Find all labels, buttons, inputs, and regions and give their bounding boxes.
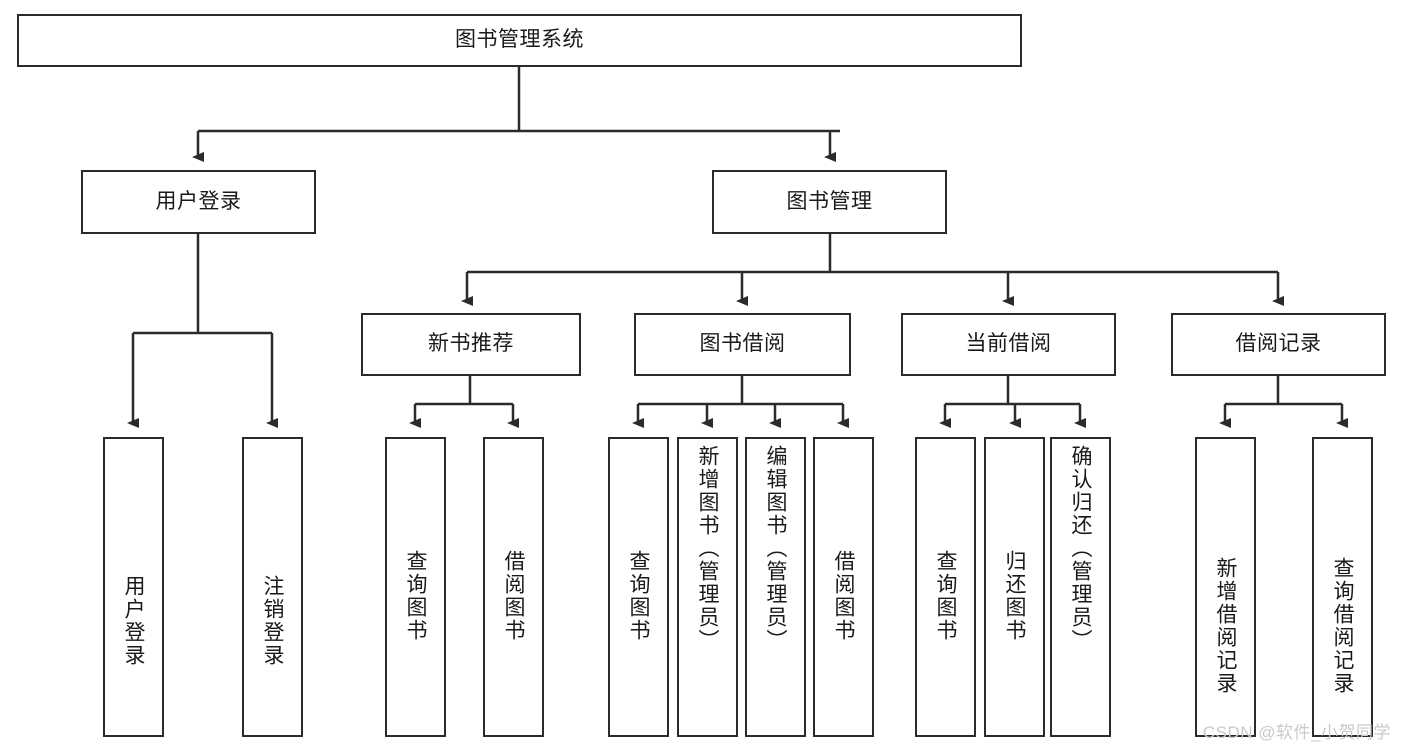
- leaf-borrow-book-new-label: 借阅图书: [502, 550, 525, 642]
- leaf-query-book-current[interactable]: 查询图书: [915, 437, 976, 737]
- node-root-system[interactable]: 图书管理系统: [17, 14, 1022, 67]
- node-new-book-recommend[interactable]: 新书推荐: [361, 313, 581, 376]
- leaf-add-borrow-record[interactable]: 新增借阅记录: [1195, 437, 1256, 737]
- leaf-edit-book-admin-label: 编辑图书（管理员）: [764, 445, 787, 652]
- leaf-user-login-label: 用户登录: [122, 575, 145, 667]
- leaf-logout[interactable]: 注销登录: [242, 437, 303, 737]
- leaf-borrow-book-new[interactable]: 借阅图书: [483, 437, 544, 737]
- leaf-borrow-book-label: 借阅图书: [832, 550, 855, 642]
- leaf-user-login[interactable]: 用户登录: [103, 437, 164, 737]
- node-book-borrow[interactable]: 图书借阅: [634, 313, 851, 376]
- leaf-return-book-label: 归还图书: [1003, 550, 1026, 642]
- leaf-query-book-current-label: 查询图书: [934, 550, 957, 642]
- node-user-login-label: 用户登录: [155, 189, 242, 213]
- node-user-login[interactable]: 用户登录: [81, 170, 316, 234]
- node-book-management-label: 图书管理: [786, 189, 873, 213]
- leaf-add-borrow-record-label: 新增借阅记录: [1214, 557, 1237, 695]
- node-current-borrow[interactable]: 当前借阅: [901, 313, 1116, 376]
- leaf-query-borrow-record-label: 查询借阅记录: [1331, 557, 1354, 695]
- leaf-query-borrow-record[interactable]: 查询借阅记录: [1312, 437, 1373, 737]
- leaf-add-book-admin-label: 新增图书（管理员）: [696, 445, 719, 652]
- node-borrow-record-label: 借阅记录: [1235, 332, 1322, 356]
- leaf-query-book-new-label: 查询图书: [404, 550, 427, 642]
- node-new-book-recommend-label: 新书推荐: [428, 332, 514, 356]
- leaf-add-book-admin[interactable]: 新增图书（管理员）: [677, 437, 738, 737]
- csdn-watermark: CSDN @软件_小贺同学: [1202, 723, 1391, 742]
- leaf-edit-book-admin[interactable]: 编辑图书（管理员）: [745, 437, 806, 737]
- leaf-return-book[interactable]: 归还图书: [984, 437, 1045, 737]
- leaf-query-book-borrow-label: 查询图书: [627, 550, 650, 642]
- node-current-borrow-label: 当前借阅: [965, 332, 1052, 356]
- leaf-confirm-return-admin-label: 确认归还（管理员）: [1069, 445, 1092, 652]
- node-book-management[interactable]: 图书管理: [712, 170, 947, 234]
- node-root-system-label: 图书管理系统: [455, 28, 584, 52]
- leaf-logout-label: 注销登录: [261, 575, 284, 667]
- node-borrow-record[interactable]: 借阅记录: [1171, 313, 1386, 376]
- node-book-borrow-label: 图书借阅: [699, 332, 786, 356]
- leaf-confirm-return-admin[interactable]: 确认归还（管理员）: [1050, 437, 1111, 737]
- leaf-query-book-new[interactable]: 查询图书: [385, 437, 446, 737]
- leaf-query-book-borrow[interactable]: 查询图书: [608, 437, 669, 737]
- leaf-borrow-book[interactable]: 借阅图书: [813, 437, 874, 737]
